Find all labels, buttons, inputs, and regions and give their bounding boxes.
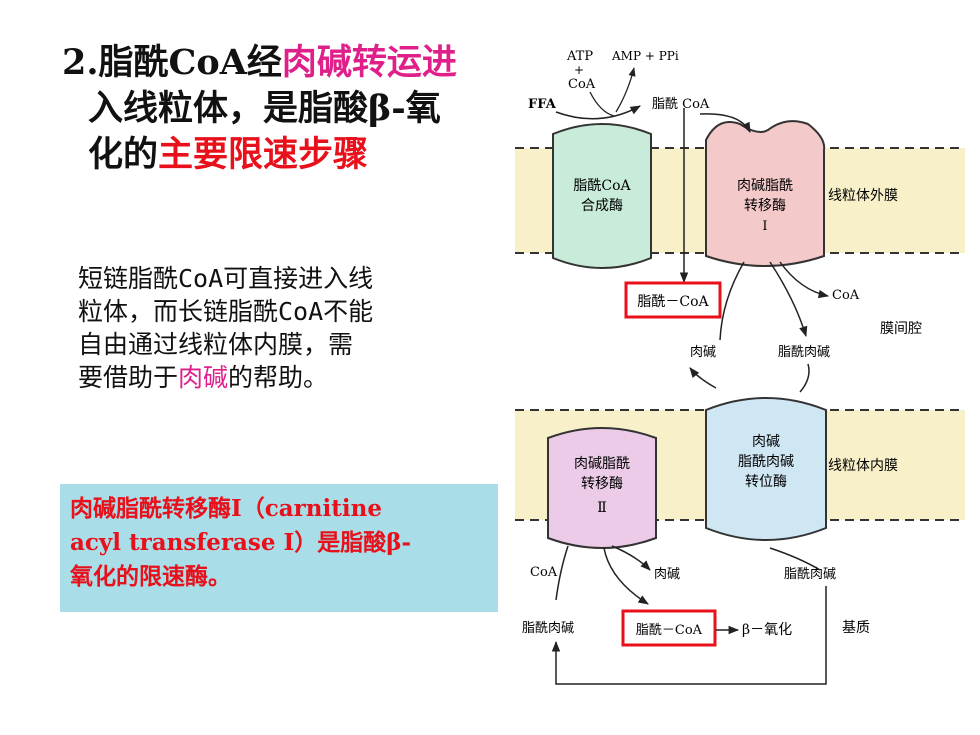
- cat2-label-3: Ⅱ: [597, 500, 607, 516]
- label-acyl-coa-bottom: 脂酰－CoA: [636, 623, 703, 638]
- cat1-label-2: 转移酶: [744, 198, 786, 214]
- note-line3: 氧化的限速酶。: [70, 563, 231, 590]
- cat1-label-1: 肉碱脂酰: [737, 178, 793, 194]
- intermembrane-label: 膜间腔: [880, 321, 922, 337]
- carnitine-release-arrow: [611, 545, 651, 571]
- cat1-label-3: I: [762, 219, 767, 234]
- matrix-label: 基质: [842, 619, 870, 636]
- label-amp: AMP + PPi: [611, 49, 679, 63]
- heading-line1: 2.脂酰CoA经肉碱转运进: [62, 42, 457, 83]
- atp-input-curve: [589, 91, 615, 117]
- translocase-label-2: 脂酰肉碱: [738, 454, 794, 470]
- body-line4: 要借助于肉碱的帮助。: [78, 363, 329, 392]
- label-carnitine-bottom: 肉碱: [654, 567, 680, 582]
- cat-2-enzyme: [547, 427, 657, 549]
- label-plus: +: [574, 63, 584, 77]
- coa-to-cat2-curve: [555, 545, 569, 601]
- inner-membrane-label: 线粒体内膜: [828, 458, 898, 474]
- label-carnitine-mid: 肉碱: [690, 345, 716, 360]
- carnitine-to-cat1-curve: [719, 261, 745, 341]
- page-heading: 2.脂酰CoA经肉碱转运进 入线粒体，是脂酸β-氧 化的主要限速步骤: [62, 40, 502, 178]
- heading-line2: 入线粒体，是脂酸β-氧: [88, 88, 441, 129]
- label-acyl-coa-mid: 脂酰－CoA: [637, 294, 709, 310]
- body-line1: 短链脂酰CoA可直接进入线: [78, 264, 374, 293]
- acylcarnitine-loop-arrow: [551, 586, 827, 685]
- acylcarnitine-out-arrow: [769, 261, 808, 338]
- synthase-label-1: 脂酰CoA: [573, 178, 631, 194]
- heading-line3: 化的主要限速步骤: [88, 134, 369, 175]
- label-acylcarnitine-mid: 脂酰肉碱: [778, 345, 830, 360]
- cat2-label-2: 转移酶: [581, 476, 623, 492]
- acyl-coa-to-cat1-arrow: [699, 113, 751, 133]
- label-coa-top: CoA: [568, 77, 596, 92]
- ffa-activation-arrow: [555, 105, 641, 120]
- body-line2: 粒体，而长链脂酰CoA不能: [78, 297, 374, 326]
- note-line1: 肉碱脂酰转移酶I（carnitine: [70, 495, 382, 522]
- translocase-enzyme: [705, 397, 827, 541]
- acylcarnitine-in-curve: [769, 547, 821, 571]
- synthase-label-2: 合成酶: [581, 198, 623, 214]
- label-acylcarnitine-left: 脂酰肉碱: [522, 621, 574, 636]
- label-coa-bottom: CoA: [530, 565, 558, 580]
- acyl-coa-highlight-box: [624, 281, 722, 319]
- acyl-coa-synthase: [552, 123, 652, 269]
- label-atp: ATP: [566, 49, 593, 64]
- body-text: 短链脂酰CoA可直接进入线 粒体，而长链脂酰CoA不能 自由通过线粒体内膜，需 …: [78, 262, 478, 394]
- translocase-label-1: 肉碱: [752, 434, 780, 450]
- carnitine-shuttle-diagram: ATP + CoA AMP + PPi FFA 脂酰 CoA 脂酰CoA 合成酶…: [515, 49, 965, 685]
- label-acylcarnitine-right: 脂酰肉碱: [784, 567, 836, 582]
- cat2-label-1: 肉碱脂酰: [574, 456, 630, 472]
- body-line3: 自由通过线粒体内膜，需: [78, 330, 354, 359]
- note-line2: acyl transferase I）是脂酸β-: [70, 529, 412, 556]
- cat-1-enzyme: [705, 120, 826, 267]
- label-beta-oxidation: β－氧化: [742, 622, 792, 638]
- label-coa-mid: CoA: [832, 288, 860, 303]
- acyl-coa-matrix-highlight-box: [621, 609, 717, 647]
- carnitine-return-arrow: [689, 367, 717, 389]
- translocase-label-3: 转位酶: [745, 474, 787, 490]
- label-acyl-coa-top: 脂酰 CoA: [652, 97, 710, 112]
- outer-membrane-label: 线粒体外膜: [828, 188, 898, 204]
- amp-output-arrow: [615, 67, 636, 113]
- coa-release-arrow: [779, 261, 830, 299]
- label-ffa: FFA: [528, 97, 557, 112]
- acyl-coa-formation-arrow: [603, 547, 649, 605]
- rate-limiting-note: 肉碱脂酰转移酶I（carnitine acyl transferase I）是脂…: [60, 484, 498, 612]
- acylcarnitine-to-translocase: [799, 363, 810, 393]
